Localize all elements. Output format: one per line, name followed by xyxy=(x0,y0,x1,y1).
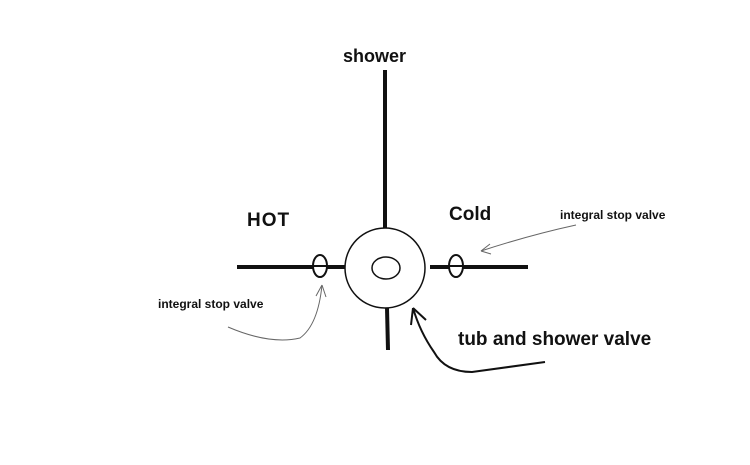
tub-pipe xyxy=(385,307,390,351)
cold-label: Cold xyxy=(449,204,492,225)
stop-valve-cold xyxy=(448,254,464,278)
valve-stem xyxy=(371,256,401,280)
arrow-tub-shower-valve xyxy=(410,307,546,374)
hot-label: HOT xyxy=(247,210,291,231)
shower-label: shower xyxy=(343,46,407,66)
stop-valve-right-label: integral stop valve xyxy=(560,208,666,222)
tub-shower-valve-label: tub and shower valve xyxy=(458,329,652,350)
arrow-stop-valve-right xyxy=(480,224,577,255)
stop-valve-hot xyxy=(312,254,328,278)
stop-valve-left-label: integral stop valve xyxy=(158,297,264,311)
arrow-stop-valve-left xyxy=(227,284,327,341)
